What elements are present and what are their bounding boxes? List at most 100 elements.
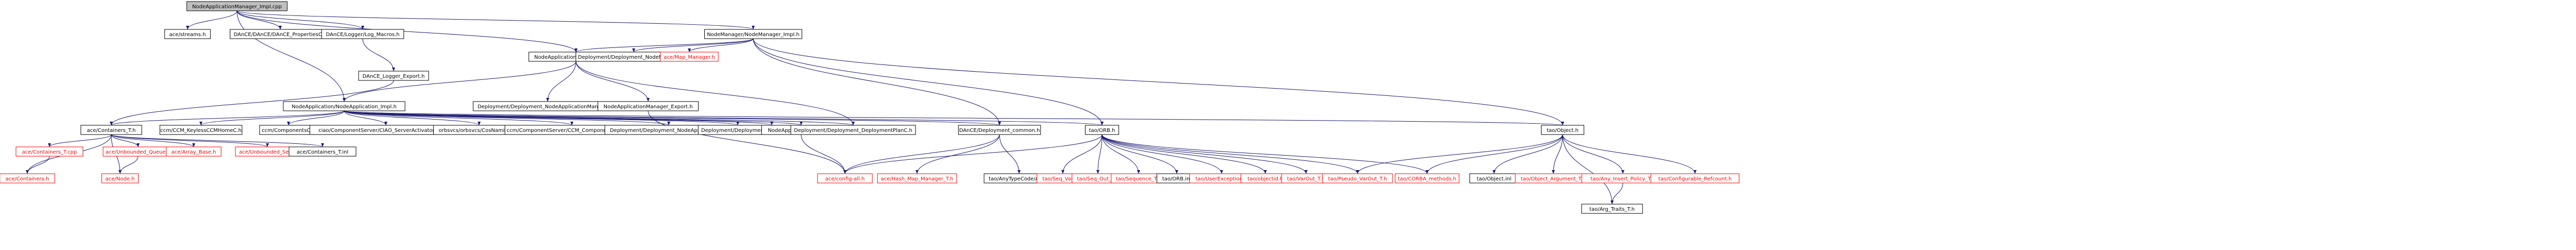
node-label: ace/Containers_T.h <box>87 128 136 134</box>
node-label: tao/Sequence_T.h <box>1116 176 1161 182</box>
node-box <box>1541 125 1584 135</box>
edge-containers-to-unbset <box>111 134 269 147</box>
node-label: ace/Array_Base.h <box>172 149 216 155</box>
node-ace-containers-t-h[interactable]: ace/Containers_T.h <box>80 125 142 135</box>
node-label: Deployment/Deployment_NodeApplicationMan… <box>478 104 618 110</box>
node-label: Deployment/Deployment_DeploymentPlanC.h <box>794 128 912 134</box>
edge-taoobject-to-objarg <box>1552 134 1563 174</box>
edge-taoorb-to-orbinl <box>1101 134 1178 174</box>
node-label: tao/Object_Argument_T.h <box>1521 176 1586 182</box>
edge-logexport-to-containers <box>110 80 394 126</box>
node-box <box>704 29 802 39</box>
node-orbsvcs-orbsvcs-cosnamingc-h[interactable]: orbsvcs/orbsvcs/CosNamingC.h <box>433 125 526 135</box>
node-tao-orb-h[interactable]: tao/ORB.h <box>1084 125 1120 135</box>
edge-taoobject-to-configrefcount <box>1562 134 1697 174</box>
node-ace-streams-h[interactable]: ace/streams.h <box>164 29 211 39</box>
node-tao-corba-methods-h[interactable]: tao/CORBA_methods.h <box>1395 173 1460 184</box>
node-dance-logger-log-macros-h[interactable]: DAnCE/Logger/Log_Macros.h <box>321 29 404 39</box>
node-ace-containers-h[interactable]: ace/Containers.h <box>0 173 55 184</box>
node-label: tao/Pseudo_VarOut_T.h <box>1328 176 1387 182</box>
node-label: tao/ORB.h <box>1089 128 1115 134</box>
node-tao-objectid-h[interactable]: tao/objectid.h <box>1241 173 1290 184</box>
edge-unbq-to-acenode <box>118 156 139 174</box>
node-dance-deployment-common-h[interactable]: DAnCE/Deployment_common.h <box>958 125 1041 135</box>
node-nodeapplication-nodeapplication-impl-h[interactable]: NodeApplication/NodeApplication_Impl.h <box>283 101 405 111</box>
edge-na_impl-to-dep_nas <box>344 110 670 126</box>
node-ace-map-manager-h[interactable]: ace/Map_Manager.h <box>660 52 719 62</box>
node-tao-arg-traits-t-h[interactable]: tao/Arg_Traits_T.h <box>1581 204 1643 214</box>
node-box <box>164 29 211 39</box>
node-box <box>958 125 1041 135</box>
node-ace-hash-map-manager-t-h[interactable]: ace/Hash_Map_Manager_T.h <box>877 173 957 184</box>
edge-na_export-to-configall <box>801 134 846 174</box>
node-ace-config-all-h[interactable]: ace/config-all.h <box>817 173 873 184</box>
node-label: DAnCE_Logger_Export.h <box>363 74 425 79</box>
node-box <box>358 71 429 81</box>
node-ace-array-base-h[interactable]: ace/Array_Base.h <box>166 146 222 157</box>
node-tao-seq-out-t-h[interactable]: tao/Seq_Out_T.h <box>1072 173 1124 184</box>
node-box <box>187 1 287 11</box>
node-box <box>166 146 222 157</box>
node-tao-configurable-refcount-h[interactable]: tao/Configurable_Refcount.h <box>1650 173 1740 184</box>
edge-taoorb-to-sequence <box>1101 134 1140 174</box>
node-label: tao/VarOut_T.h <box>1287 176 1325 182</box>
edge-root-to-nam_impl <box>236 10 578 53</box>
edge-dance_common-to-anytypecode <box>999 134 1021 174</box>
node-ace-containers-t-cpp[interactable]: ace/Containers_T.cpp <box>15 146 83 157</box>
edge-taoorb-to-varout <box>1101 134 1308 174</box>
node-label: tao/Any_Insert_Policy_T.h <box>1590 176 1655 182</box>
node-tao-pseudo-varout-t-h[interactable]: tao/Pseudo_VarOut_T.h <box>1322 173 1393 184</box>
node-label: ace/Unbounded_Set.h <box>239 149 296 155</box>
edge-root-to-na_impl <box>236 10 346 102</box>
edge-nm_impl-to-nam_impl <box>574 38 754 53</box>
node-label: ace/Map_Manager.h <box>664 55 715 60</box>
node-label: ciao/ComponentServer/CIAO_ServerActivato… <box>318 128 453 134</box>
edge-na_impl-to-ciao_servact <box>344 110 387 126</box>
node-deployment-deployment-deploymentplanc-h[interactable]: Deployment/Deployment_DeploymentPlanC.h <box>790 125 916 135</box>
node-label: NodeManager/NodeManager_Impl.h <box>707 32 800 38</box>
edge-dance_common-to-configall <box>843 134 1000 174</box>
node-label: ccm/ComponentServer/CCM_ComponentServerC… <box>506 128 637 134</box>
node-dance-dance-dance-propertiesc-h[interactable]: DAnCE/DAnCE/DAnCE_PropertiesC.h <box>230 29 331 39</box>
node-label: tao/Object.h <box>1547 128 1579 134</box>
node-tao-object-inl[interactable]: tao/Object.inl <box>1469 173 1519 184</box>
node-label: Deployment/Deployment_NodeManagerS.h <box>578 55 690 60</box>
node-box <box>598 101 699 111</box>
node-tao-varout-t-h[interactable]: tao/VarOut_T.h <box>1281 173 1331 184</box>
edge-taoorb-to-seqvar <box>1061 134 1103 174</box>
node-nodeapplicationmanager-export-h[interactable]: NodeApplicationManager_Export.h <box>598 101 699 111</box>
node-box <box>0 173 55 184</box>
node-ace-unbounded-queue-h[interactable]: ace/Unbounded_Queue.h <box>103 146 174 157</box>
node-label: ace/Containers_T.cpp <box>22 149 77 155</box>
edge-root-to-logmacros <box>236 10 364 30</box>
edge-nm_impl-to-dance_common <box>753 38 1001 126</box>
node-label: ccm/ComponentsC.h <box>262 128 315 134</box>
node-nodeapplicationmanager-impl-cpp[interactable]: NodeApplicationManager_Impl.cpp <box>187 1 287 11</box>
node-box <box>321 29 404 39</box>
node-dance-logger-export-h[interactable]: DAnCE_Logger_Export.h <box>358 71 429 81</box>
node-box <box>1395 173 1460 184</box>
edge-na_impl-to-taoorb <box>344 110 1104 126</box>
node-ace-node-h[interactable]: ace/Node.h <box>101 173 139 184</box>
node-tao-object-h[interactable]: tao/Object.h <box>1541 125 1584 135</box>
node-label: ace/Containers.h <box>6 176 49 182</box>
node-box <box>15 146 83 157</box>
node-label: NodeApplication/NodeApplication_Impl.h <box>292 104 397 110</box>
edge-root-to-propc <box>236 10 282 30</box>
node-ace-containers-t-inl[interactable]: ace/Containers_T.inl <box>289 146 357 157</box>
edge-root-to-nm_impl <box>236 10 755 30</box>
edge-taoorb-to-seqout <box>1096 134 1103 174</box>
edge-taoorb-to-corbamethods <box>1101 134 1429 174</box>
node-nodemanager-nodemanager-impl-h[interactable]: NodeManager/NodeManager_Impl.h <box>704 29 802 39</box>
node-label: tao/AnyTypeCode/Any.h <box>989 176 1049 182</box>
node-box <box>283 101 405 111</box>
node-ccm-componentsc-h[interactable]: ccm/ComponentsC.h <box>259 125 318 135</box>
node-tao-object-argument-t-h[interactable]: tao/Object_Argument_T.h <box>1515 173 1592 184</box>
edge-na_impl-to-ccm_compserver <box>344 110 573 126</box>
node-ccm-ccm-keylessccmhomec-h[interactable]: ccm/CCM_KeylessCCMHomeC.h <box>159 125 243 135</box>
edge-dance_common-to-hashmap <box>916 134 1000 174</box>
edge-taoorb-to-objectid <box>1101 134 1267 174</box>
edge-nm_impl-to-taoorb <box>753 38 1104 126</box>
edge-containers-to-containers_cpp <box>48 134 112 147</box>
